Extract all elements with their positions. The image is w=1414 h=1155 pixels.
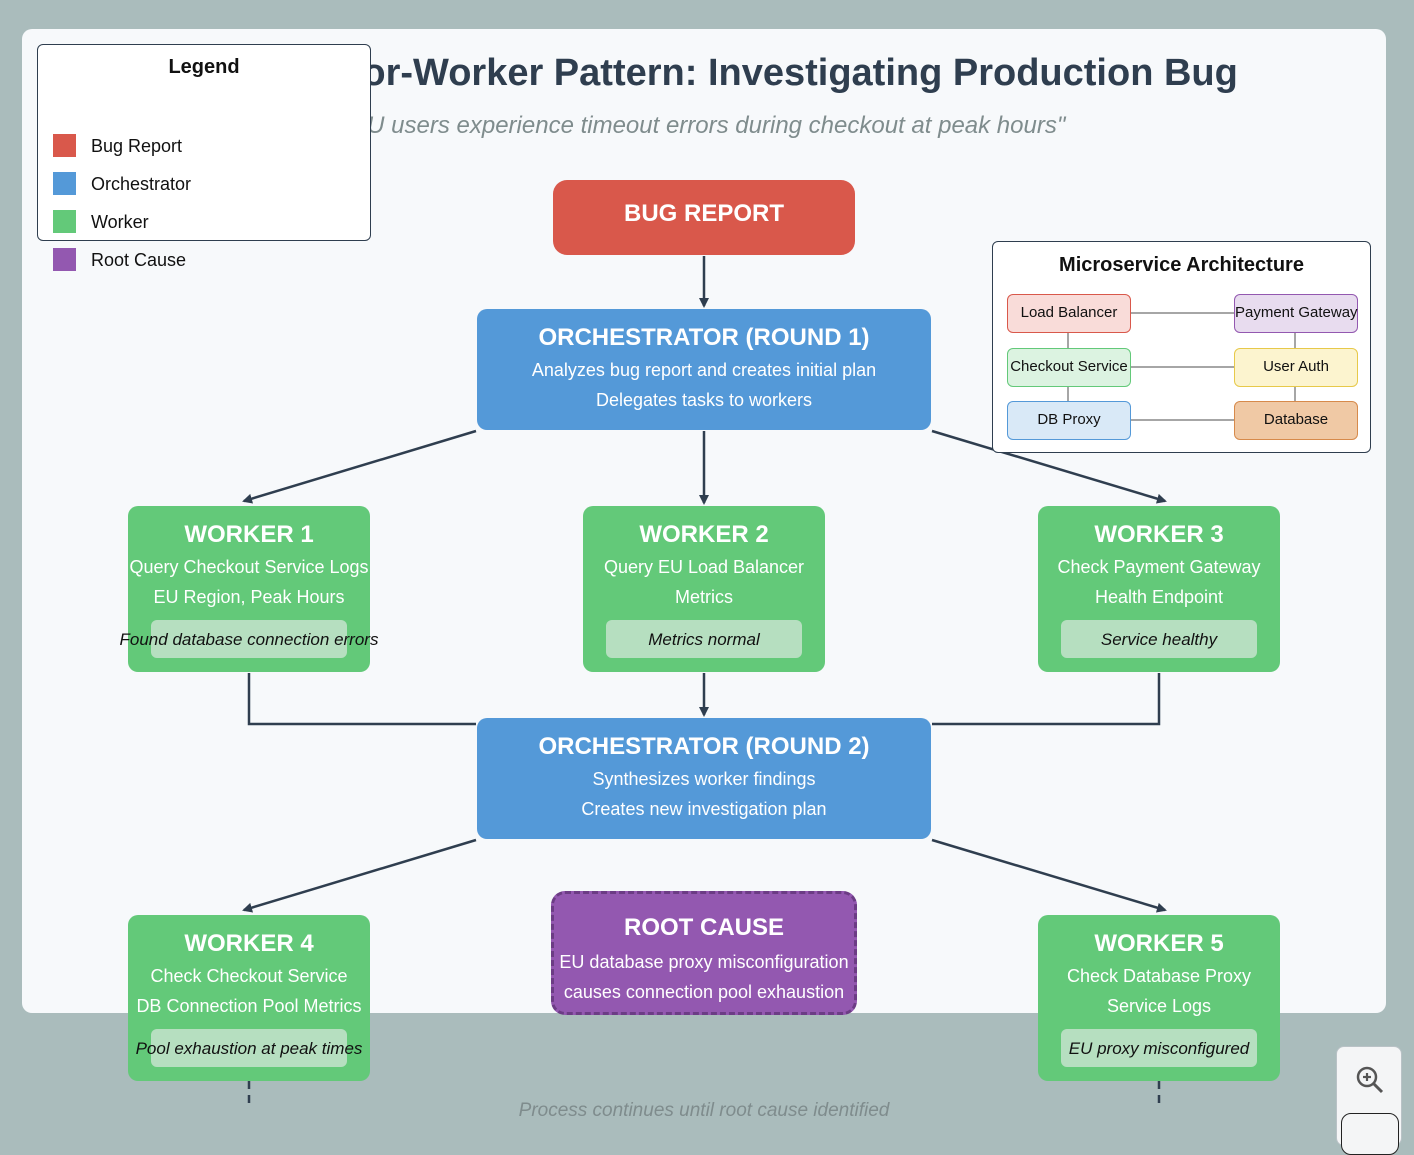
- service-payment-gateway: Payment Gateway: [1234, 294, 1358, 333]
- orchestrator-round2-line: Synthesizes worker findings: [592, 769, 816, 789]
- architecture-title: Microservice Architecture: [1059, 254, 1304, 276]
- legend: Legend Bug Report Orchestrator Worker Ro…: [37, 44, 371, 271]
- orchestrator-round2-node: ORCHESTRATOR (ROUND 2) Synthesizes worke…: [477, 718, 931, 839]
- worker-title: WORKER 5: [1094, 930, 1224, 957]
- worker-finding-text: EU proxy misconfigured: [1068, 1039, 1250, 1058]
- service-database: Database: [1234, 401, 1358, 440]
- legend-label: Root Cause: [91, 250, 187, 270]
- service-user-auth: User Auth: [1234, 348, 1358, 387]
- worker-5-finding: EU proxy misconfigured: [1061, 1029, 1257, 1067]
- worker-title: WORKER 2: [639, 521, 769, 548]
- page-subtitle: "EU users experience timeout errors duri…: [342, 112, 1066, 139]
- service-db-proxy: DB Proxy: [1007, 401, 1131, 440]
- worker-finding-text: Metrics normal: [648, 630, 760, 649]
- legend-swatch: [53, 210, 76, 233]
- worker-task-line: Metrics: [675, 587, 733, 607]
- worker-title: WORKER 1: [184, 521, 314, 548]
- legend-swatch: [53, 248, 76, 271]
- worker-title: WORKER 3: [1094, 521, 1224, 548]
- root-cause-line: causes connection pool exhaustion: [563, 982, 845, 1002]
- worker-finding-text: Found database connection errors: [119, 630, 379, 649]
- orchestrator-round2-title: ORCHESTRATOR (ROUND 2): [538, 733, 870, 760]
- legend-label: Bug Report: [91, 136, 183, 156]
- worker-task-line: Check Database Proxy: [1066, 966, 1252, 986]
- zoom-secondary-button[interactable]: [1341, 1113, 1399, 1155]
- orchestrator-round2-line: Creates new investigation plan: [581, 799, 827, 819]
- worker-3-finding: Service healthy: [1061, 620, 1257, 658]
- root-cause-node: ROOT CAUSE EU database proxy misconfigur…: [551, 891, 857, 1015]
- orchestrator-round1-node: ORCHESTRATOR (ROUND 1) Analyzes bug repo…: [477, 309, 931, 430]
- orchestrator-round1-line: Analyzes bug report and creates initial …: [531, 360, 877, 380]
- worker-title: WORKER 4: [184, 930, 314, 957]
- bug-report-node: BUG REPORT: [553, 180, 855, 255]
- worker-finding-text: Pool exhaustion at peak times: [135, 1039, 363, 1058]
- worker-task-line: Service Logs: [1106, 996, 1212, 1016]
- footer-note: Process continues until root cause ident…: [518, 1100, 890, 1121]
- worker-task-line: EU Region, Peak Hours: [153, 587, 345, 607]
- worker-finding-text: Service healthy: [1100, 630, 1218, 649]
- worker-task-line: Health Endpoint: [1094, 587, 1224, 607]
- worker-task-line: Query EU Load Balancer: [603, 557, 805, 577]
- legend-title: Legend: [168, 56, 240, 78]
- root-cause-title: ROOT CAUSE: [623, 914, 784, 941]
- worker-task-line: DB Connection Pool Metrics: [136, 996, 362, 1016]
- worker-4-finding: Pool exhaustion at peak times: [136, 1029, 362, 1067]
- orchestrator-round1-title: ORCHESTRATOR (ROUND 1): [538, 324, 870, 351]
- zoom-in-icon[interactable]: [1355, 1065, 1385, 1095]
- legend-label: Worker: [91, 212, 149, 232]
- zoom-control[interactable]: [1336, 1046, 1402, 1155]
- root-cause-line: EU database proxy misconfiguration: [559, 952, 849, 972]
- architecture-connectors: [1067, 312, 1296, 421]
- orchestrator-round1-line: Delegates tasks to workers: [595, 390, 813, 410]
- legend-label: Orchestrator: [91, 174, 192, 194]
- legend-swatch: [53, 172, 76, 195]
- worker-task-line: Check Checkout Service: [150, 966, 348, 986]
- legend-swatch: [53, 134, 76, 157]
- service-checkout: Checkout Service: [1007, 348, 1131, 387]
- bug-report-title: BUG REPORT: [623, 200, 784, 227]
- worker-1-finding: Found database connection errors: [120, 620, 378, 658]
- worker-2-finding: Metrics normal: [606, 620, 802, 658]
- service-load-balancer: Load Balancer: [1007, 294, 1131, 333]
- worker-task-line: Check Payment Gateway: [1057, 557, 1261, 577]
- architecture-panel: Microservice Architecture Load Balancer …: [992, 241, 1371, 453]
- worker-task-line: Query Checkout Service Logs: [129, 557, 369, 577]
